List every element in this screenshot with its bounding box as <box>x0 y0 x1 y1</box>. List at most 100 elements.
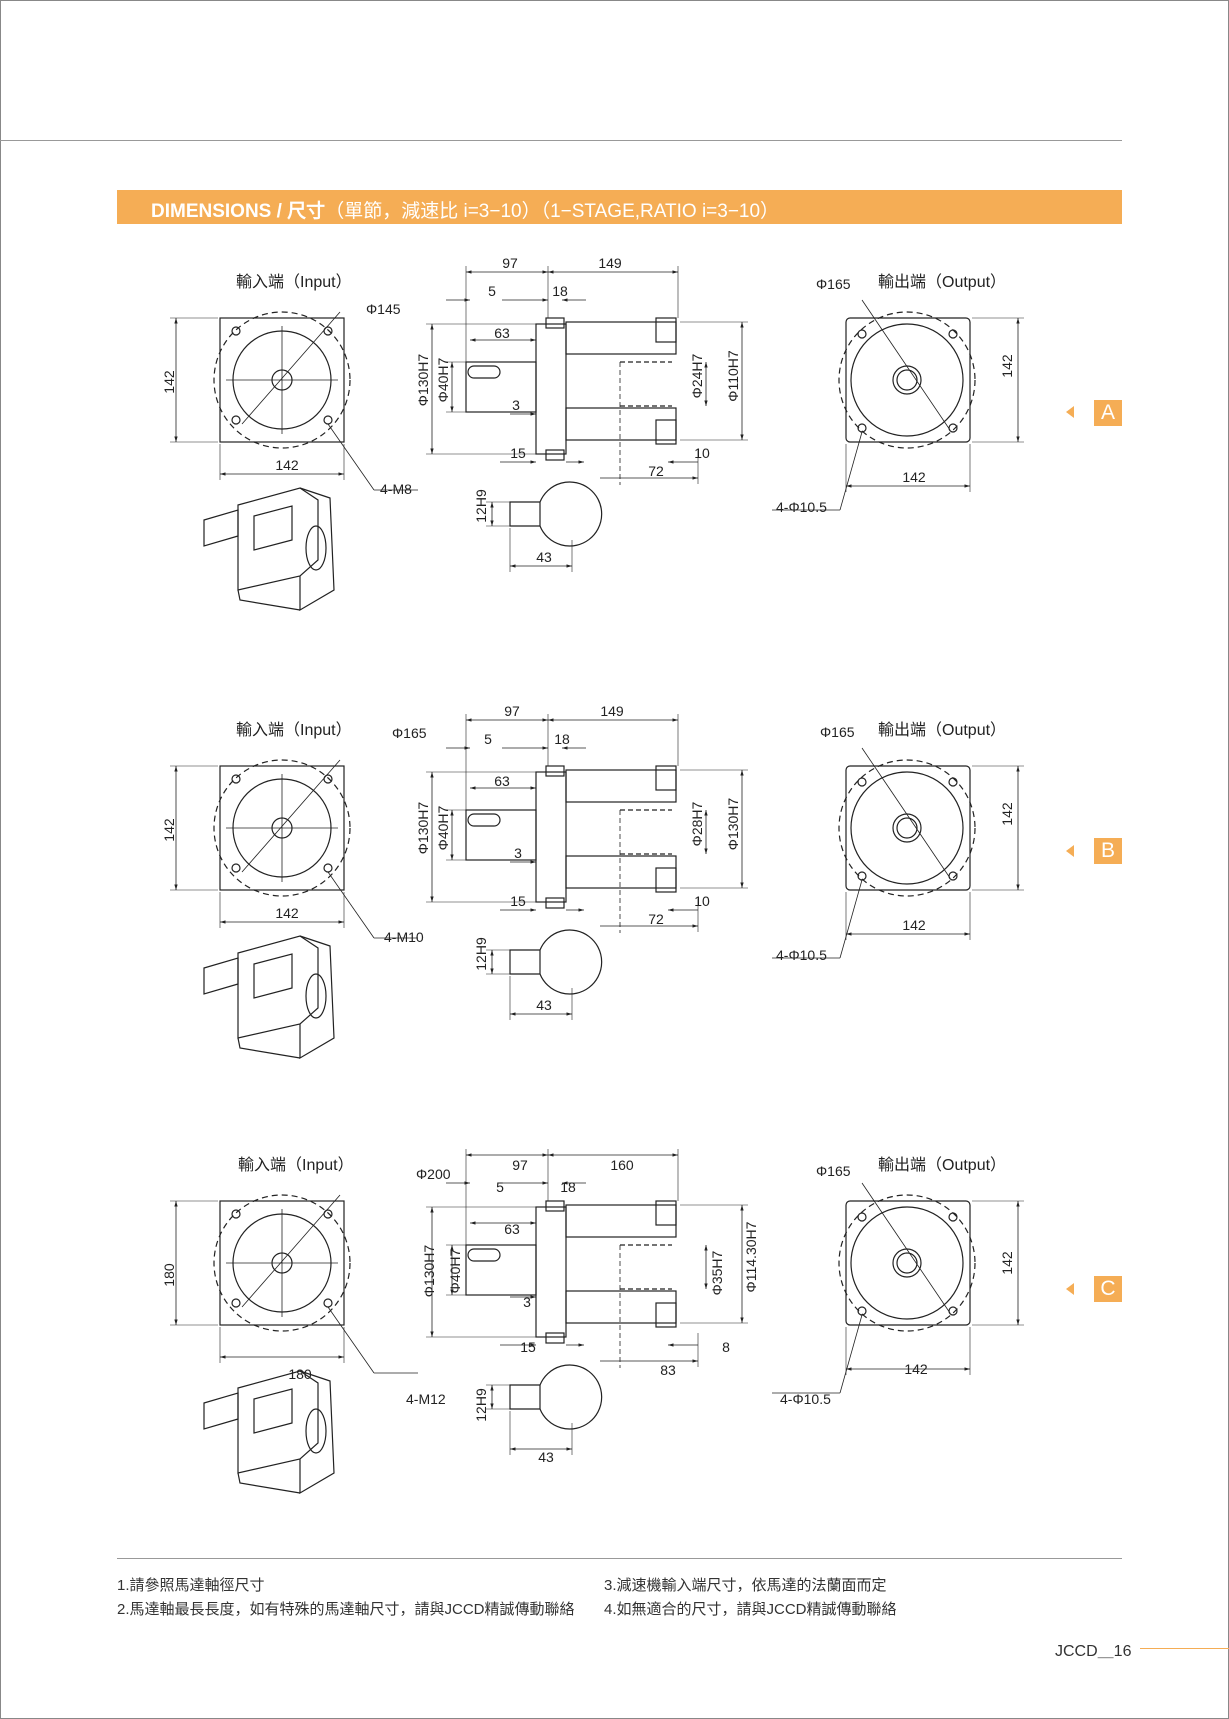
dim-10: 8 <box>722 1339 730 1355</box>
dim-15: 15 <box>510 445 526 461</box>
input-side-h-dim: 142 <box>275 457 299 473</box>
dim-18: 18 <box>554 731 570 747</box>
output-label: 輸出端（Output） <box>878 273 1006 291</box>
note-3: 3.減速機輸入端尺寸，依馬達的法蘭面而定 <box>604 1577 887 1594</box>
banner-title: DIMENSIONS / 尺寸（單節，減速比 i=3−10）（1−STAGE,R… <box>151 196 779 223</box>
dia-right-outer: Φ130H7 <box>725 798 741 851</box>
key-height: 43 <box>536 997 552 1013</box>
input-circle-dim: Φ200 <box>416 1166 451 1182</box>
dim-3: 3 <box>523 1294 531 1310</box>
tag-c: C <box>1094 1276 1122 1302</box>
drawing-section-a <box>170 266 1024 612</box>
drawing-section-b <box>170 714 1024 1058</box>
dim-length: 149 <box>600 703 624 719</box>
dim-15: 15 <box>510 893 526 909</box>
input-label: 輸入端（Input） <box>236 721 352 739</box>
dia-right-inner: Φ28H7 <box>689 801 705 846</box>
input-side-h-dim: 180 <box>288 1366 312 1382</box>
top-rule <box>0 140 1122 141</box>
drawing-section-c <box>170 1149 1024 1493</box>
output-side-v-dim: 142 <box>999 802 1015 826</box>
dim-length: 149 <box>598 255 622 271</box>
dia-left-outer: Φ130H7 <box>421 1245 437 1298</box>
dia-right-inner: Φ35H7 <box>709 1250 725 1295</box>
key-width: 12H9 <box>473 489 489 523</box>
dia-left-outer: Φ130H7 <box>415 802 431 855</box>
tag-b-arrow-icon <box>1066 845 1074 857</box>
page-number-rule <box>1140 1648 1229 1649</box>
output-side-h-dim: 142 <box>902 917 926 933</box>
output-circle-dim: Φ165 <box>820 724 855 740</box>
dim-length: 160 <box>610 1157 634 1173</box>
input-circle-dim: Φ145 <box>366 301 401 317</box>
dim-18: 18 <box>560 1179 576 1195</box>
dim-10: 10 <box>694 445 710 461</box>
labels-section-c: 輸入端（Input） Φ200 180 180 4-M12 97 160 5 1… <box>161 1156 1015 1465</box>
output-side-v-dim: 142 <box>999 354 1015 378</box>
input-end-view <box>170 311 418 491</box>
dia-right-outer: Φ110H7 <box>725 350 741 402</box>
dim-97: 97 <box>512 1157 528 1173</box>
key-width: 12H9 <box>473 1388 489 1422</box>
input-side-h-dim: 142 <box>275 905 299 921</box>
dim-72: 72 <box>648 911 664 927</box>
tag-a: A <box>1094 400 1122 426</box>
dia-left-inner: Φ40H7 <box>435 357 451 402</box>
dim-15: 15 <box>520 1339 536 1355</box>
labels-section-a: 輸入端（Input） Φ145 142 142 4-M8 97 149 5 18… <box>161 255 1015 565</box>
dim-63: 63 <box>494 325 510 341</box>
output-side-h-dim: 142 <box>904 1361 928 1377</box>
banner-title-bold: DIMENSIONS / 尺寸 <box>151 201 326 222</box>
dim-5: 5 <box>488 283 496 299</box>
dim-72: 83 <box>660 1362 676 1378</box>
dia-right-inner: Φ24H7 <box>689 353 705 398</box>
gearbox-iso-sketch <box>203 487 335 612</box>
key-width: 12H9 <box>473 937 489 971</box>
dia-right-outer: Φ114.30H7 <box>743 1221 759 1292</box>
section-banner: DIMENSIONS / 尺寸（單節，減速比 i=3−10）（1−STAGE,R… <box>117 190 1122 224</box>
dim-63: 63 <box>494 773 510 789</box>
note-4: 4.如無適合的尺寸，請與JCCD精誠傳動聯絡 <box>604 1601 897 1618</box>
input-label: 輸入端（Input） <box>238 1156 354 1174</box>
note-1: 1.請參照馬達軸徑尺寸 <box>117 1577 265 1594</box>
dim-5: 5 <box>496 1179 504 1195</box>
notes-rule <box>117 1558 1122 1559</box>
output-side-h-dim: 142 <box>902 469 926 485</box>
input-holes-dim: 4-M8 <box>380 481 412 497</box>
output-label: 輸出端（Output） <box>878 721 1006 739</box>
key-height: 43 <box>538 1449 554 1465</box>
output-holes-dim: 4-Φ10.5 <box>776 499 827 515</box>
dia-left-outer: Φ130H7 <box>415 354 431 407</box>
dim-97: 97 <box>502 255 518 271</box>
key-detail <box>486 481 603 572</box>
dia-left-inner: Φ40H7 <box>447 1248 463 1293</box>
input-circle-dim: Φ165 <box>392 725 427 741</box>
dim-18: 18 <box>552 283 568 299</box>
labels-section-b: 輸入端（Input） Φ165 142 142 4-M10 97 149 5 1… <box>161 703 1015 1013</box>
side-view <box>426 266 748 485</box>
tag-c-arrow-icon <box>1066 1283 1074 1295</box>
dim-3: 3 <box>512 397 520 413</box>
tag-b: B <box>1094 838 1122 864</box>
banner-title-rest: （單節，減速比 i=3−10）（1−STAGE,RATIO i=3−10） <box>325 201 780 222</box>
key-height: 43 <box>536 549 552 565</box>
tag-a-arrow-icon <box>1066 406 1074 418</box>
dim-3: 3 <box>514 845 522 861</box>
page-number: JCCD＿16 <box>1055 1643 1132 1660</box>
output-label: 輸出端（Output） <box>878 1156 1006 1174</box>
input-side-v-dim: 180 <box>161 1263 177 1287</box>
output-holes-dim: 4-Φ10.5 <box>780 1391 831 1407</box>
dim-72: 72 <box>648 463 664 479</box>
output-side-v-dim: 142 <box>999 1251 1015 1275</box>
output-holes-dim: 4-Φ10.5 <box>776 947 827 963</box>
output-circle-dim: Φ165 <box>816 276 851 292</box>
dim-5: 5 <box>484 731 492 747</box>
dim-97: 97 <box>504 703 520 719</box>
dia-left-inner: Φ40H7 <box>435 805 451 850</box>
input-holes-dim: 4-M12 <box>406 1391 446 1407</box>
output-circle-dim: Φ165 <box>816 1163 851 1179</box>
output-end-view <box>772 299 1024 511</box>
dim-63: 63 <box>504 1221 520 1237</box>
input-label: 輸入端（Input） <box>236 273 352 291</box>
